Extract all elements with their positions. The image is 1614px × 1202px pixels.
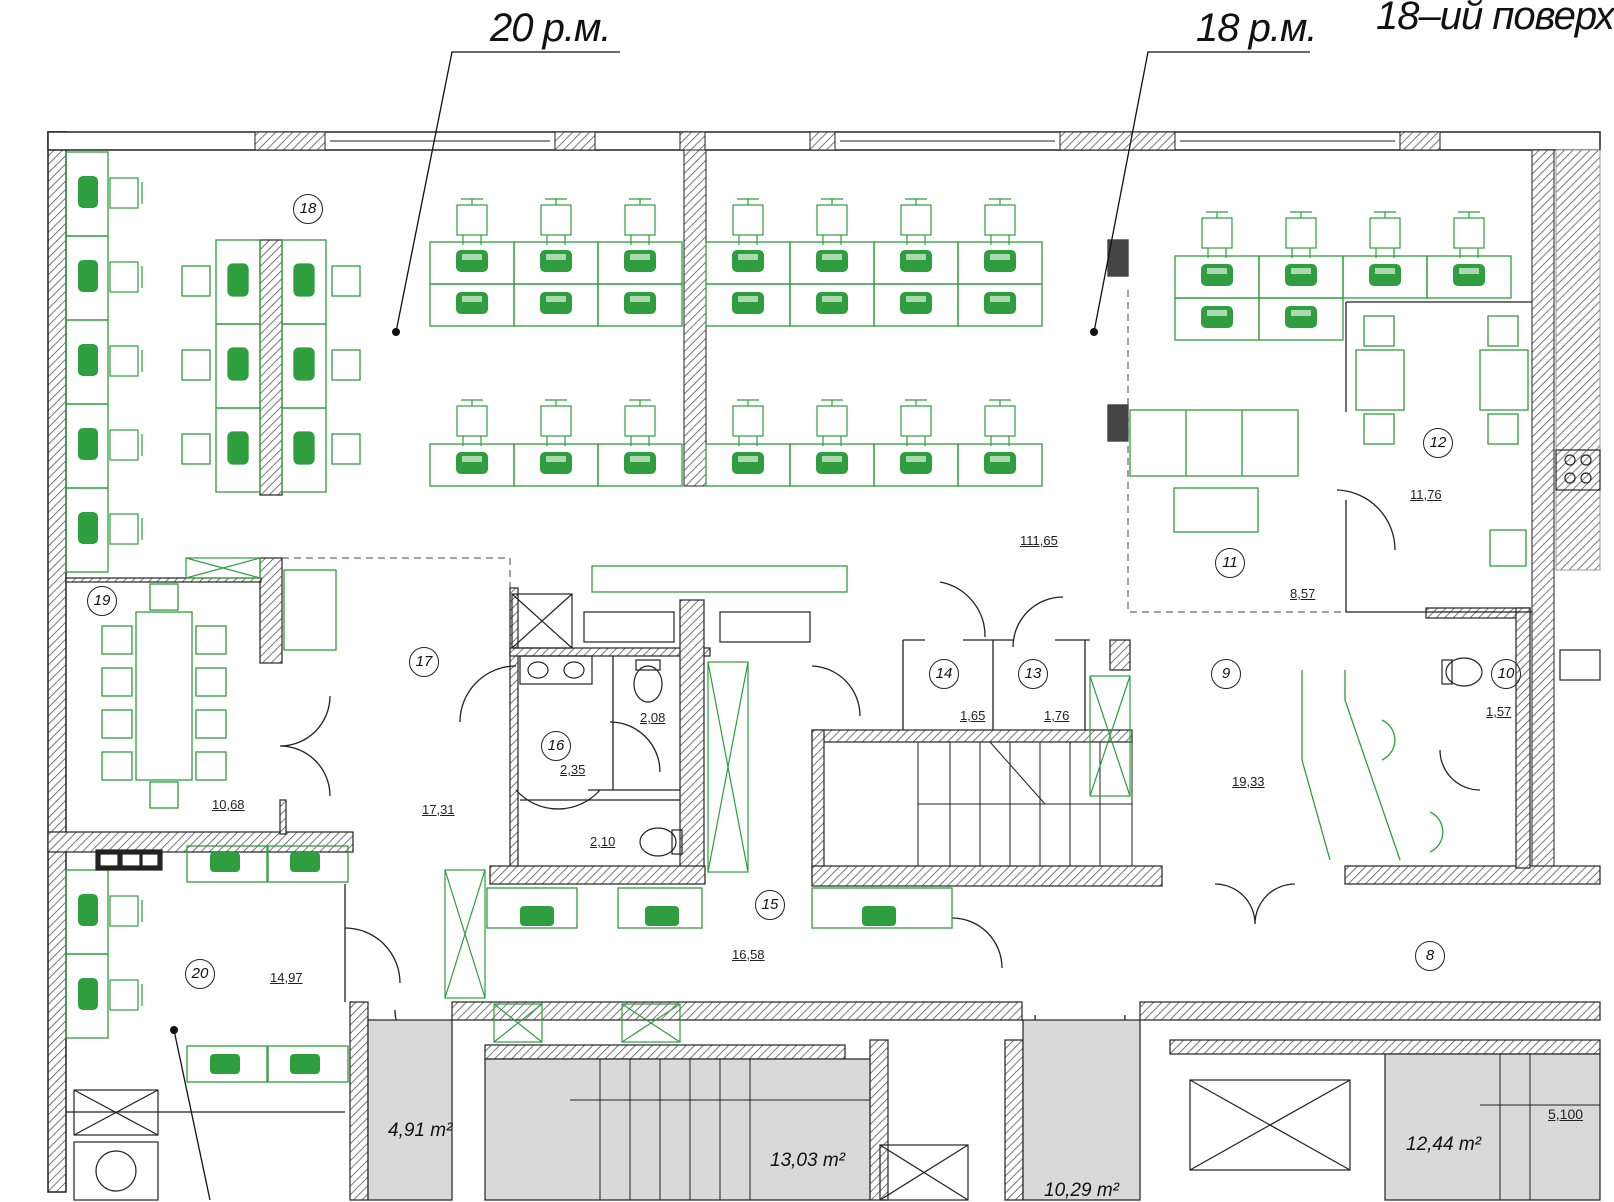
zone-boundaries (282, 290, 1346, 613)
room-number-15: 15 (755, 890, 785, 920)
room-area-14: 1,65 (960, 708, 986, 723)
desk-pod-room-18 (181, 239, 361, 493)
room-number-10: 10 (1491, 659, 1521, 689)
partition-lines (66, 301, 1532, 1113)
wc-area-b: 2,10 (590, 834, 616, 849)
service-cores (367, 1019, 1601, 1201)
room-number-20: 20 (185, 959, 215, 989)
room-number-14: 14 (929, 659, 959, 689)
desk-cluster-right (1174, 211, 1512, 341)
desk-cluster-middle (705, 198, 1043, 487)
room-number-11: 11 (1215, 548, 1245, 578)
room-area-17: 17,31 (422, 802, 455, 817)
shafts (73, 593, 1351, 1201)
room-number-16: 16 (541, 731, 571, 761)
room-area-20: 14,97 (270, 970, 303, 985)
room-area-19: 10,68 (212, 797, 245, 812)
room-number-8: 8 (1415, 941, 1445, 971)
service-area-3: 10,29 m² (1044, 1180, 1119, 1201)
room-number-19: 19 (87, 586, 117, 616)
room-area-11: 8,57 (1290, 586, 1316, 601)
leader-dots (170, 328, 1098, 1034)
room-area-12: 11,76 (1410, 487, 1442, 502)
capacity-label-right: 18 р.м. (1196, 6, 1317, 50)
leader-lines (173, 51, 1310, 1201)
service-area-1: 4,91 m² (388, 1120, 453, 1141)
room-area-13: 1,76 (1044, 708, 1070, 723)
edge-area: 5,100 (1548, 1106, 1584, 1122)
green-shafts (185, 557, 1131, 1043)
service-area-4: 12,44 m² (1406, 1134, 1481, 1155)
room-number-17: 17 (409, 647, 439, 677)
desk-cluster-left (429, 198, 683, 487)
desk-icons-reception (210, 852, 896, 1074)
meeting-table (101, 569, 337, 809)
room-area-9: 19,33 (1232, 774, 1265, 789)
lounge-furniture (186, 315, 1529, 1083)
open-space-area: 111,65 (1020, 533, 1058, 548)
room-number-13: 13 (1018, 659, 1048, 689)
room-number-18: 18 (293, 194, 323, 224)
room-area-15: 16,58 (732, 947, 765, 962)
capacity-label-left: 20 р.м. (490, 6, 611, 50)
stairs (570, 741, 1600, 1200)
columns (1108, 240, 1128, 441)
service-area-2: 13,03 m² (770, 1150, 845, 1171)
floor-title: 18–ий поверх (1376, 0, 1614, 38)
room-number-9: 9 (1211, 659, 1241, 689)
room-area-16: 2,35 (560, 762, 586, 777)
interior-walls (47, 239, 1601, 1201)
room-number-12: 12 (1423, 428, 1453, 458)
room-area-10: 1,57 (1486, 704, 1512, 719)
wc-area-a: 2,08 (640, 710, 666, 725)
sanitary-fixtures (95, 449, 1601, 871)
outer-walls (47, 131, 1601, 1193)
